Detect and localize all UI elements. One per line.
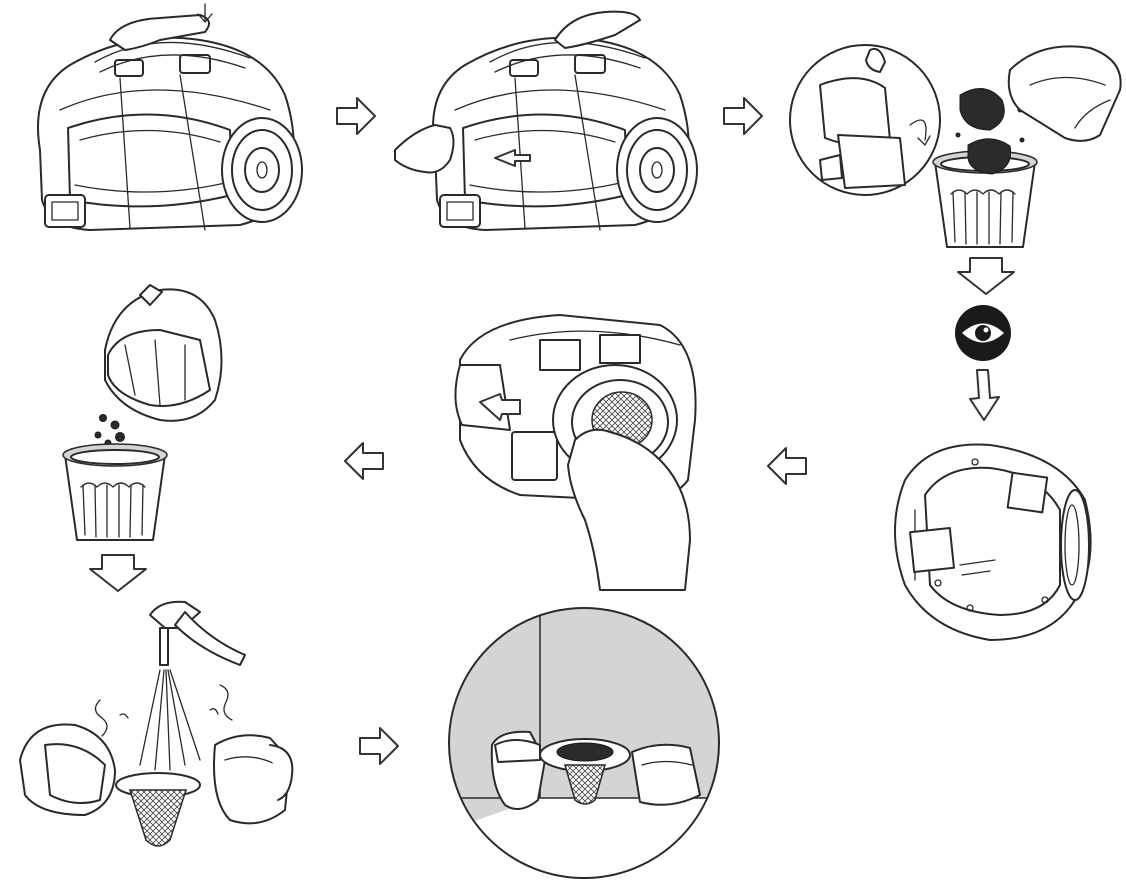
container-lid: [819, 77, 891, 146]
dust-clump: [967, 138, 1012, 175]
hand-icon: [865, 47, 886, 73]
step-4-inspect-container: [894, 443, 1092, 641]
hand-icon: [109, 14, 210, 51]
step-6-shake-out-dust: [62, 284, 223, 541]
rotate-icon: [909, 119, 931, 146]
step-8-air-dry: [448, 607, 720, 879]
step-2-pull-out-container: [394, 10, 698, 232]
pull-direction-icon: [494, 149, 531, 167]
arrow-right-icon: [723, 97, 763, 135]
arrow-down-icon: [89, 554, 147, 592]
arrow-down-icon: [957, 257, 1015, 295]
arrow-left-icon: [767, 447, 807, 485]
arrow-down-small-icon: [969, 369, 1000, 421]
pulling-hand-icon: [394, 124, 455, 174]
container-body: [837, 134, 906, 189]
step-7-rinse-with-water: [19, 600, 294, 847]
filter-mesh: [128, 789, 188, 847]
step-5-remove-filter: [454, 314, 697, 591]
dust-container: [1007, 45, 1122, 142]
arrow-right-icon: [359, 727, 399, 765]
hand-icon: [567, 428, 691, 591]
dust-clump: [959, 88, 1005, 131]
hand-icon: [554, 10, 641, 49]
eye-icon: [955, 305, 1011, 361]
filter-mesh: [564, 764, 606, 805]
step-3-empty-dust: [789, 44, 1122, 248]
step-1-press-release-button: [37, 3, 303, 232]
arrow-left-icon: [344, 442, 384, 480]
pull-direction-icon: [479, 393, 521, 421]
detail-magnifier: [448, 607, 720, 879]
arrow-right-icon: [336, 97, 376, 135]
press-down-indicator-icon: [197, 3, 213, 23]
